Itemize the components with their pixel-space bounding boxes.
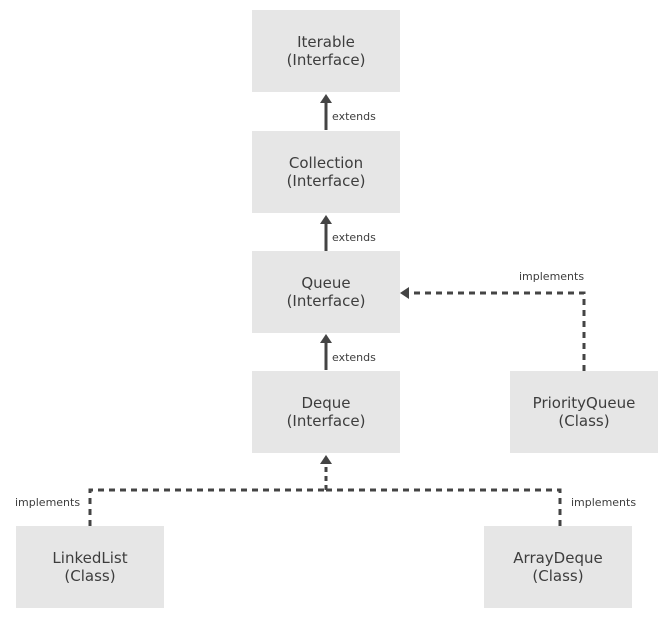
node-priority-queue-name: PriorityQueue [532,394,636,412]
edge-label-implements-linkedlist: implements [15,496,81,509]
node-iterable: Iterable (Interface) [252,10,400,92]
arrowhead-deque [320,455,332,464]
node-array-deque-name: ArrayDeque [513,549,603,567]
edge-label-implements-arraydeque: implements [571,496,637,509]
node-priority-queue-kind: (Class) [558,412,610,430]
node-queue: Queue (Interface) [252,251,400,333]
node-linked-list: LinkedList (Class) [16,526,164,608]
node-linked-list-name: LinkedList [52,549,128,567]
arrowhead-iterable [320,94,332,103]
node-iterable-name: Iterable [297,33,355,51]
edge-priorityqueue-implements-queue [410,291,586,371]
node-linked-list-kind: (Class) [64,567,116,585]
arrowhead-queue [320,334,332,343]
node-queue-name: Queue [301,274,351,292]
node-collection-kind: (Interface) [286,172,366,190]
node-array-deque-kind: (Class) [532,567,584,585]
node-collection-name: Collection [288,154,364,172]
edge-label-extends-deque-queue: extends [332,351,376,364]
edge-label-extends-collection-iterable: extends [332,110,376,123]
node-array-deque: ArrayDeque (Class) [484,526,632,608]
edge-label-implements-priorityqueue: implements [519,270,585,283]
edge-label-extends-queue-collection: extends [332,231,376,244]
node-collection: Collection (Interface) [252,131,400,213]
arrowhead-queue-implements [400,287,409,299]
edge-linkedlist-implements-deque [88,488,326,526]
node-deque: Deque (Interface) [252,371,400,453]
node-queue-kind: (Interface) [286,292,366,310]
node-iterable-kind: (Interface) [286,51,366,69]
node-priority-queue: PriorityQueue (Class) [510,371,658,453]
node-deque-name: Deque [301,394,351,412]
arrowhead-collection [320,215,332,224]
node-deque-kind: (Interface) [286,412,366,430]
edge-arraydeque-implements-deque [326,488,562,526]
